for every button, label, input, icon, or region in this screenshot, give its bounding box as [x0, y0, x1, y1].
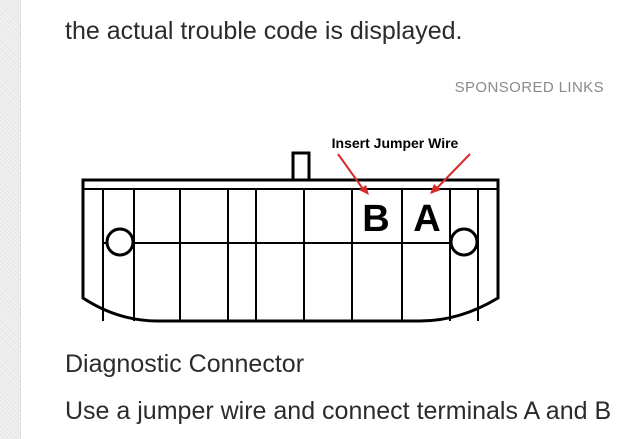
terminal-b-label: B — [362, 198, 389, 240]
callout-arrows — [337, 153, 471, 195]
diagnostic-connector-figure: B A Insert Jumper Wire — [80, 128, 505, 328]
figure-caption: Diagnostic Connector — [65, 350, 305, 378]
mounting-hole-left — [105, 227, 135, 257]
connector-latch-tab — [291, 151, 311, 182]
left-scroll-rail — [0, 0, 21, 439]
arrow-head-b-icon — [359, 185, 369, 195]
terminal-a-label: A — [413, 198, 440, 240]
connector-diagram: B A Insert Jumper Wire — [81, 135, 500, 323]
article-content: the actual trouble code is displayed. SP… — [20, 0, 640, 439]
arrow-to-terminal-a — [436, 153, 471, 189]
sponsored-links-label: SPONSORED LINKS — [454, 79, 604, 96]
intro-text: the actual trouble code is displayed. — [65, 17, 463, 45]
arrow-to-terminal-b — [337, 153, 364, 190]
arrow-head-a-icon — [430, 184, 441, 194]
mounting-hole-right — [449, 227, 479, 257]
instruction-text: Use a jumper wire and connect terminals … — [65, 397, 612, 425]
insert-jumper-wire-callout: Insert Jumper Wire — [332, 135, 459, 151]
